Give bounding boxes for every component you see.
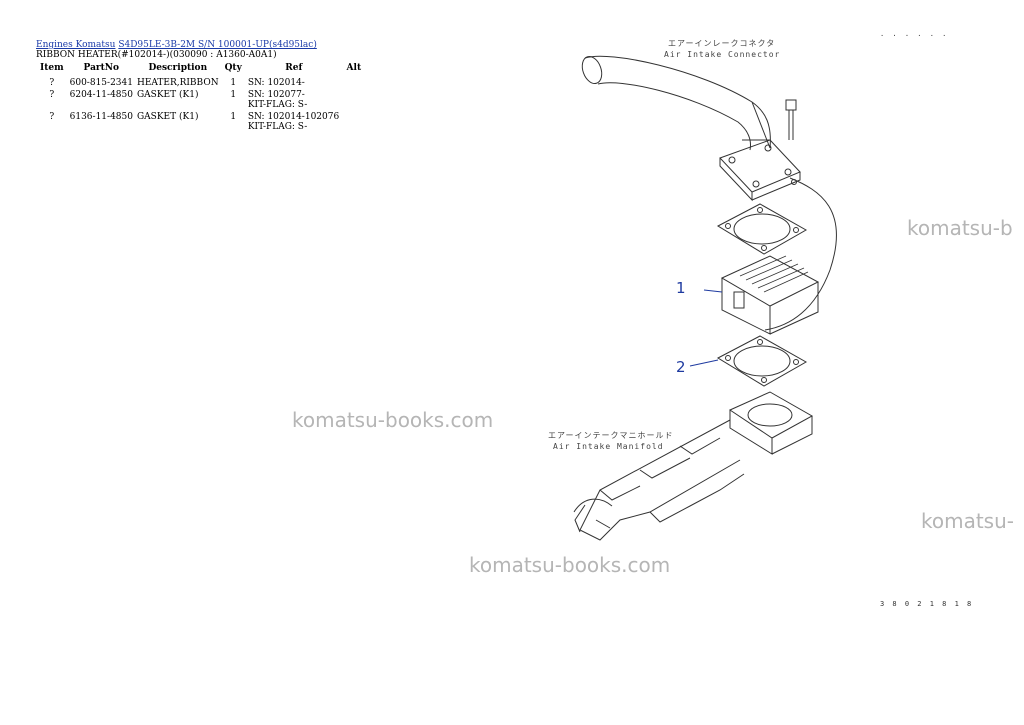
callout-2[interactable]: 2: [676, 358, 686, 376]
section-title: RIBBON HEATER(#102014-)(030090 : A1360-A…: [36, 50, 277, 60]
breadcrumb: Engines Komatsu S4D95LE-3B-2M S/N 100001…: [36, 40, 366, 50]
col-qty: Qty: [224, 63, 242, 73]
cell-qty: 1: [230, 112, 237, 122]
col-description: Description: [148, 63, 208, 73]
cell-ref: SN: 102014-102076 KIT-FLAG: S-: [246, 111, 342, 133]
cell-qty: 1: [230, 78, 237, 88]
ref-line: SN: 102014-: [247, 78, 305, 88]
cell-item: ?: [49, 90, 55, 100]
cell-description: HEATER,RIBBON: [136, 78, 219, 88]
parts-table: Item PartNo Description Qty Ref Alt ? 60…: [36, 62, 366, 133]
ribbon-heater-drawing: [703, 255, 820, 335]
breadcrumb-model-link[interactable]: S4D95LE-3B-2M S/N 100001-UP(s4d95lac): [118, 40, 317, 50]
cell-description: GASKET (K1): [136, 90, 199, 100]
gasket-bottom-drawing: [689, 335, 808, 387]
cell-ref: SN: 102077- KIT-FLAG: S-: [246, 89, 342, 111]
cell-item: ?: [49, 112, 55, 122]
cell-description: GASKET (K1): [136, 112, 199, 122]
col-item: Item: [40, 63, 64, 73]
cell-qty: 1: [230, 90, 237, 100]
ref-line: SN: 102014-102076: [247, 112, 340, 122]
ref-line: KIT-FLAG: S-: [247, 122, 308, 132]
table-row: ? 600-815-2341 HEATER,RIBBON 1 SN: 10201…: [36, 77, 366, 89]
air-intake-connector-drawing: [581, 55, 837, 331]
connector-label-jp: エアーインレークコネクタ: [668, 39, 776, 48]
table-row: ? 6204-11-4850 GASKET (K1) 1 SN: 102077-…: [36, 89, 366, 111]
watermark: komatsu-books.com: [292, 408, 494, 432]
ref-line: KIT-FLAG: S-: [247, 100, 308, 110]
drawing-code: 3 8 0 2 1 8 1 8: [880, 600, 974, 608]
manifold-label-en: Air Intake Manifold: [553, 442, 664, 451]
watermark: komatsu-: [921, 509, 1014, 533]
connector-label-en: Air Intake Connector: [664, 50, 781, 59]
table-row: ? 6136-11-4850 GASKET (K1) 1 SN: 102014-…: [36, 111, 366, 133]
cell-partno: 600-815-2341: [69, 78, 133, 88]
col-alt: Alt: [346, 63, 362, 73]
watermark: komatsu-b: [907, 216, 1013, 240]
cell-ref: SN: 102014-: [246, 77, 342, 89]
col-partno: PartNo: [83, 63, 120, 73]
watermark: komatsu-books.com: [469, 553, 671, 577]
corner-code: · · · · · ·: [880, 32, 949, 40]
callout-1[interactable]: 1: [676, 279, 686, 297]
air-intake-manifold-drawing: [573, 391, 814, 541]
gasket-top-drawing: [716, 203, 808, 255]
cell-partno: 6204-11-4850: [69, 90, 133, 100]
breadcrumb-engines-link[interactable]: Engines Komatsu: [36, 40, 116, 50]
parts-panel: Engines Komatsu S4D95LE-3B-2M S/N 100001…: [36, 40, 366, 133]
table-header-row: Item PartNo Description Qty Ref Alt: [36, 62, 366, 77]
ref-line: SN: 102077-: [247, 90, 305, 100]
cell-partno: 6136-11-4850: [69, 112, 133, 122]
col-ref: Ref: [285, 63, 303, 73]
manifold-label-jp: エアーインテークマニホールド: [548, 431, 674, 440]
cell-item: ?: [49, 78, 55, 88]
